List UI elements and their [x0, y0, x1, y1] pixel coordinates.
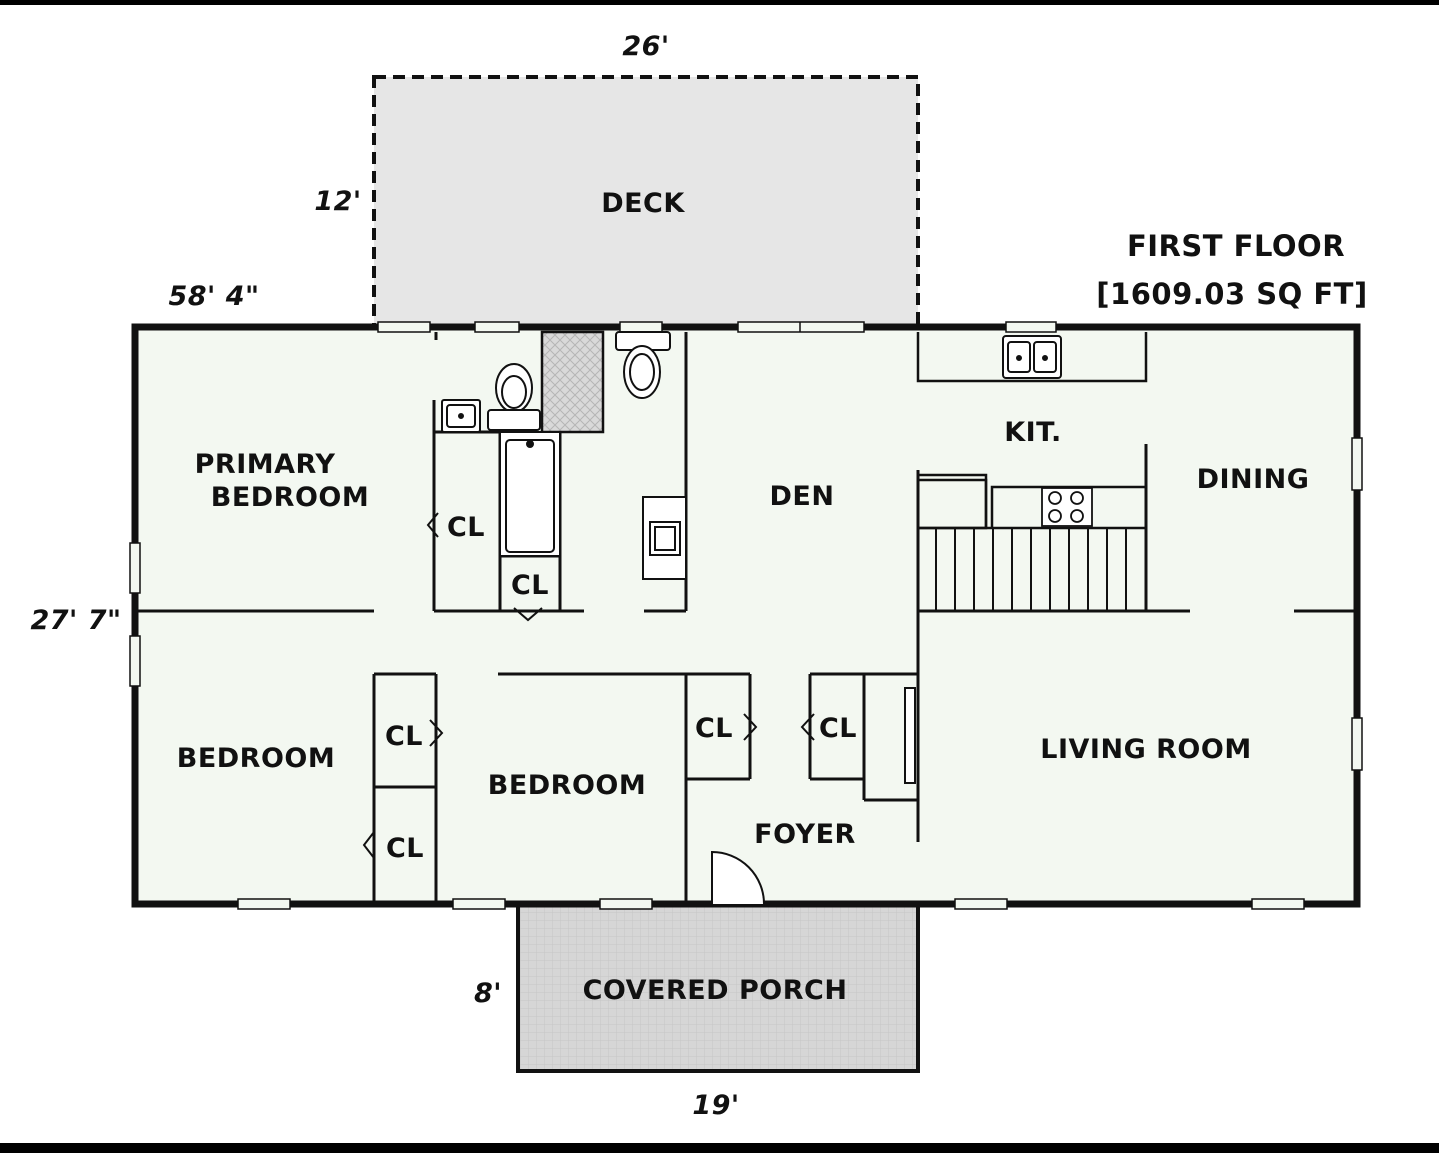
closet-label-middle-bedroom: CL	[695, 713, 733, 744]
room-label-deck: DECK	[601, 188, 685, 219]
room-label-living-room: LIVING ROOM	[1040, 734, 1251, 765]
entry-door-swing	[711, 850, 765, 905]
floor-title: FIRST FLOOR	[1127, 229, 1345, 263]
room-label-dining: DINING	[1197, 464, 1310, 495]
room-label-covered-porch: COVERED PORCH	[583, 975, 848, 1006]
deck-area	[372, 75, 920, 329]
bath-sink-primary	[441, 399, 481, 433]
stairs	[917, 527, 1147, 612]
range-icon	[1041, 487, 1093, 527]
toilet-primary-bath	[487, 363, 541, 431]
closet-label-bedroom-lower: CL	[386, 833, 424, 864]
dimension-deck-depth: 12'	[314, 186, 361, 217]
top-frame-bar	[0, 0, 1439, 5]
room-label-primary-bedroom-1: PRIMARY	[195, 449, 336, 480]
room-label-den: DEN	[770, 481, 835, 512]
closet-label-bedroom-upper: CL	[385, 721, 423, 752]
dimension-porch-width: 19'	[692, 1090, 739, 1121]
floor-area: [1609.03 SQ FT]	[1096, 277, 1367, 311]
kitchen-upper-counter	[916, 332, 1148, 383]
closet-label-primary-bath: CL	[447, 512, 485, 543]
toilet-half-bath	[615, 331, 671, 399]
room-label-bedroom-middle: BEDROOM	[488, 770, 647, 801]
closet-label-foyer: CL	[819, 713, 857, 744]
dimension-porch-depth: 8'	[474, 978, 502, 1009]
windows	[129, 321, 1363, 910]
bath-sink-half-bath	[642, 496, 687, 580]
dimension-house-width: 58' 4"	[168, 281, 259, 312]
room-label-primary-bedroom-2: BEDROOM	[211, 482, 370, 513]
covered-porch-area	[516, 902, 920, 1073]
fireplace	[904, 687, 916, 784]
dimension-deck-width: 26'	[622, 31, 669, 62]
bottom-frame-bar	[0, 1143, 1439, 1153]
house-interior	[135, 327, 1357, 904]
shower-tile	[540, 330, 605, 434]
room-label-foyer: FOYER	[754, 819, 856, 850]
kitchen-sink	[1002, 335, 1062, 379]
room-label-bedroom-left: BEDROOM	[177, 743, 336, 774]
bathtub	[499, 431, 561, 557]
closet-label-linen: CL	[511, 570, 549, 601]
room-label-kitchen: KIT.	[1004, 417, 1062, 448]
dimension-house-depth: 27' 7"	[30, 605, 121, 636]
closet-door-marks	[362, 512, 815, 859]
